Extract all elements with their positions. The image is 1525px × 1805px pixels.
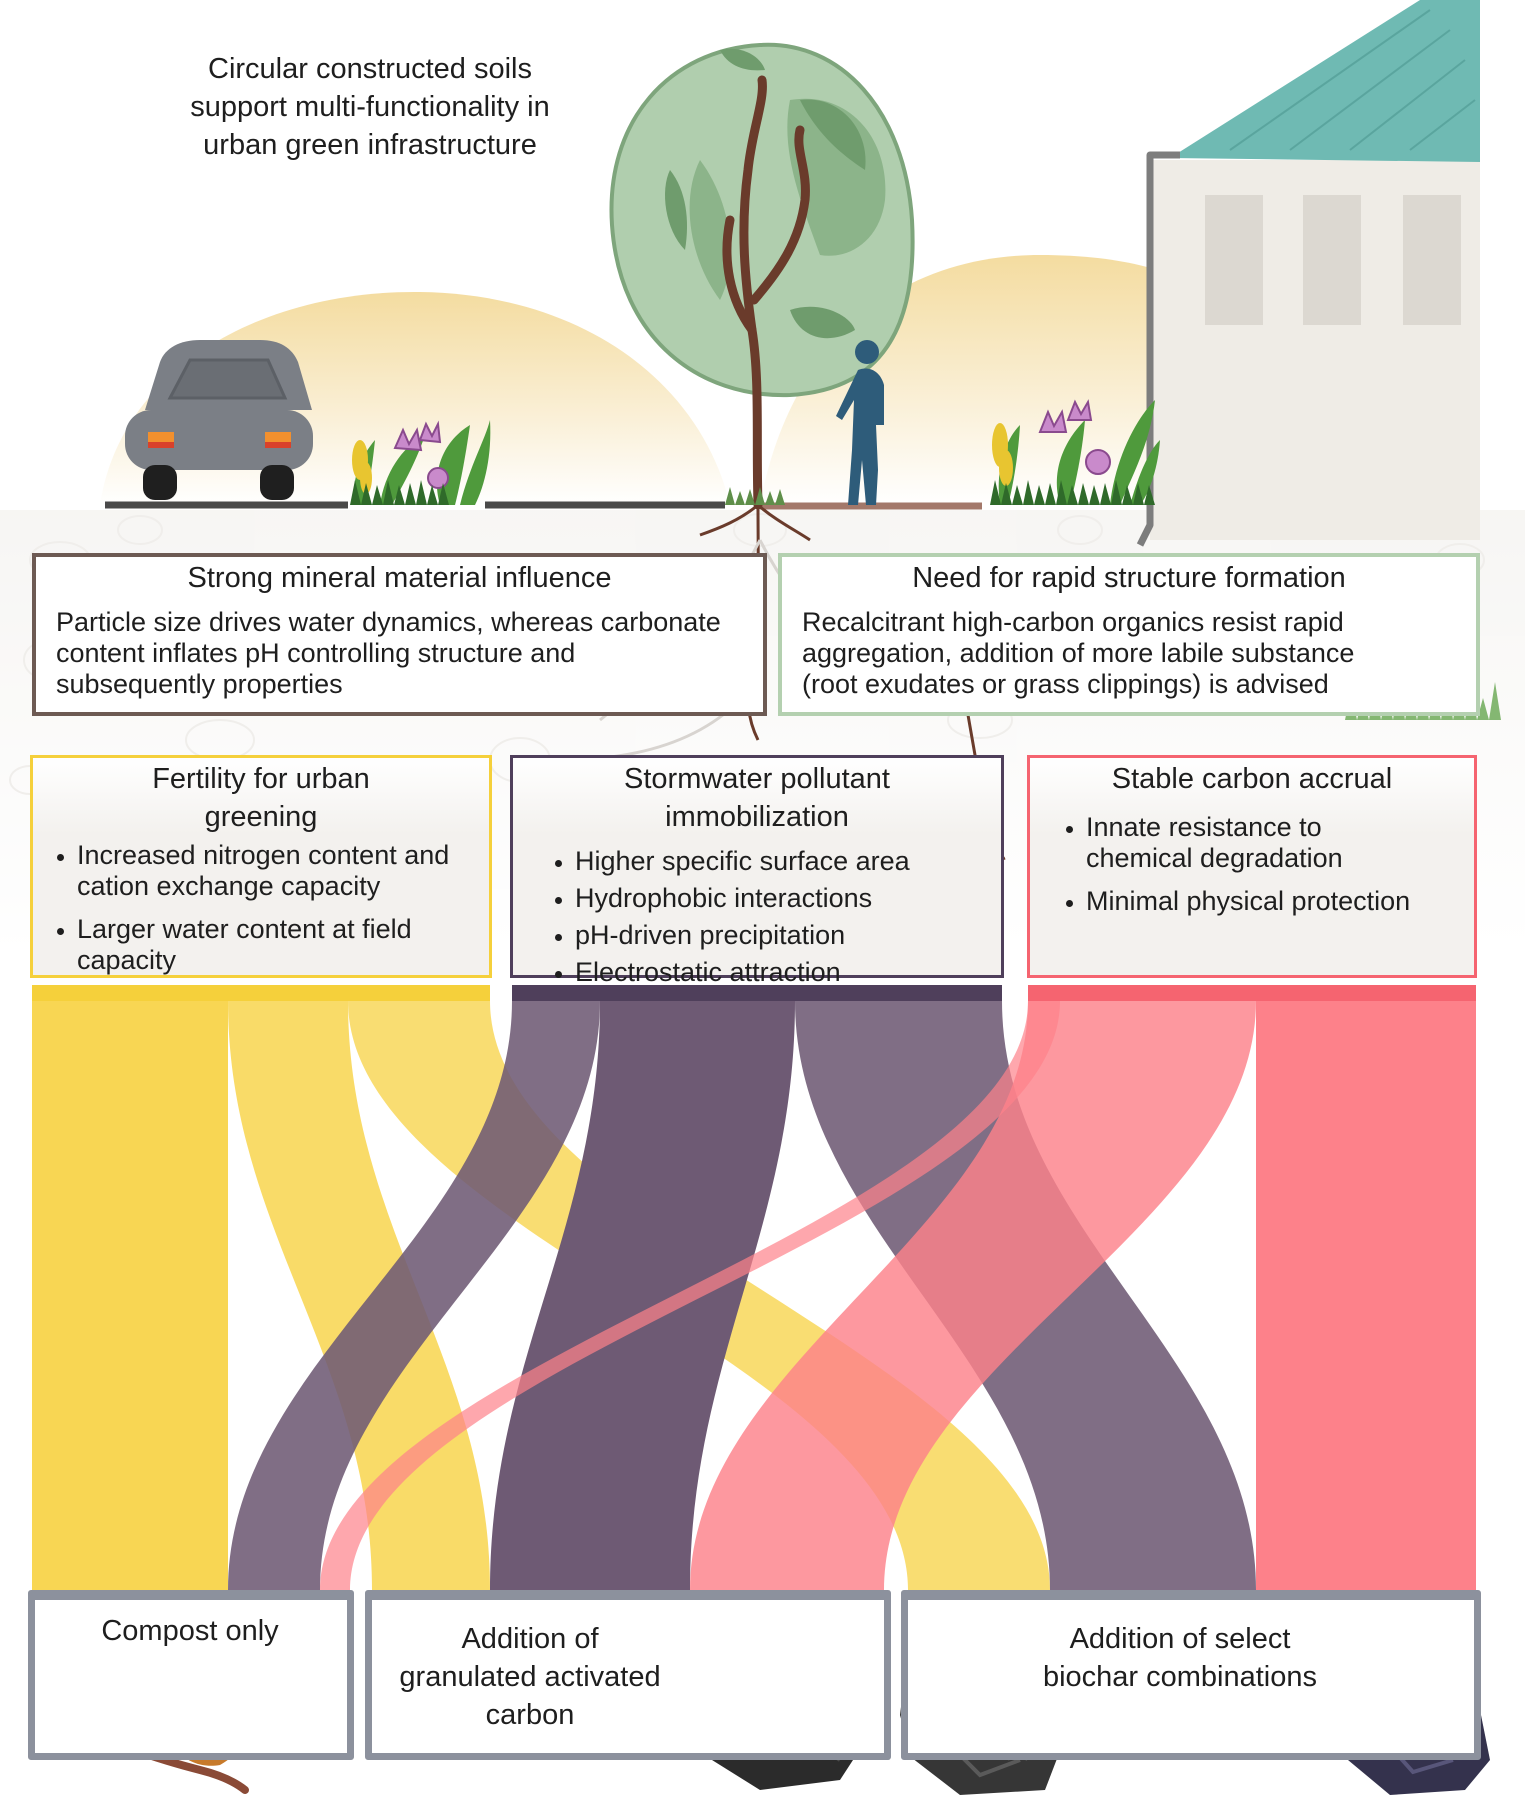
gac-icon-text: GAC <box>722 1684 852 1749</box>
box-text-line: content inflates pH controlling structur… <box>56 638 576 668</box>
bullet-item: Electrostatic attraction <box>575 957 1001 988</box>
stormwater-bar <box>512 985 1002 1001</box>
box-text-line: aggregation, addition of more labile sub… <box>802 638 1355 668</box>
title-line: Circular constructed soils <box>208 53 532 85</box>
compost-option-label: Compost only <box>101 1615 279 1647</box>
box-title: Stable carbon accrual <box>1111 763 1393 795</box>
bullet-item: Larger water content at field capacity <box>77 914 489 976</box>
flow-carbon-gac <box>690 1001 1256 1590</box>
title-line: urban green infrastructure <box>203 129 537 161</box>
carbon-box: Stable carbon accrual Innate resistance … <box>1027 755 1477 978</box>
bullet-item: pH-driven precipitation <box>575 920 1001 951</box>
bullet-item: Innate resistance to chemical degradatio… <box>1086 812 1424 874</box>
bullet-item: Higher specific surface area <box>575 846 1001 877</box>
carbon-bar <box>1028 985 1476 1001</box>
flow-carbon-compost <box>320 1001 1060 1590</box>
plants-icon <box>350 420 491 505</box>
bullet-item: Minimal physical protection <box>1086 886 1424 917</box>
bullet-item: Increased nitrogen content and cation ex… <box>77 840 489 902</box>
flow-carbon-biochar <box>1256 1001 1476 1590</box>
pedestrian-icon <box>836 340 884 505</box>
fertility-bar <box>32 985 490 1001</box>
compost-option-box <box>28 1590 354 1760</box>
biochar-option-label: Addition of select biochar combinations <box>1042 1623 1318 1693</box>
gac-option-box <box>365 1590 891 1760</box>
box-text-line: subsequently properties <box>56 669 343 699</box>
flow-stormwater-gac <box>490 1001 795 1590</box>
box-text-line: Recalcitrant high-carbon organics resist… <box>802 607 1344 637</box>
biochar-option-box <box>901 1590 1481 1760</box>
title-line: support multi-functionality in <box>190 91 550 123</box>
ground-surface <box>105 501 982 510</box>
box-title: Need for rapid structure formation <box>912 562 1346 594</box>
car-icon <box>125 340 313 500</box>
house-icon <box>1136 0 1480 547</box>
box-text-line: (root exudates or grass clippings) is ad… <box>802 669 1329 699</box>
flow-stormwater-compost <box>228 1001 600 1590</box>
box-title: Fertility for urban greening <box>152 763 370 833</box>
plants-icon <box>990 399 1160 505</box>
box-text-line: Particle size drives water dynamics, whe… <box>56 607 721 637</box>
box-title: Stormwater pollutant immobilization <box>624 763 890 833</box>
mineral-influence-box: Strong mineral material influence Partic… <box>32 553 767 716</box>
fertility-box: Fertility for urban greening Increased n… <box>30 755 492 978</box>
flow-fertility-compost <box>32 1001 228 1590</box>
box-title: Strong mineral material influence <box>187 562 612 594</box>
diagram-title: Circular constructed soils support multi… <box>120 50 620 164</box>
bullet-item: Hydrophobic interactions <box>575 883 1001 914</box>
gac-option-label: Addition of granulated activated carbon <box>399 1623 661 1731</box>
structure-formation-box: Need for rapid structure formation Recal… <box>778 553 1480 716</box>
tree-icon <box>609 42 915 741</box>
stormwater-box: Stormwater pollutant immobilization High… <box>510 755 1004 987</box>
flow-diagram <box>32 1001 1476 1590</box>
